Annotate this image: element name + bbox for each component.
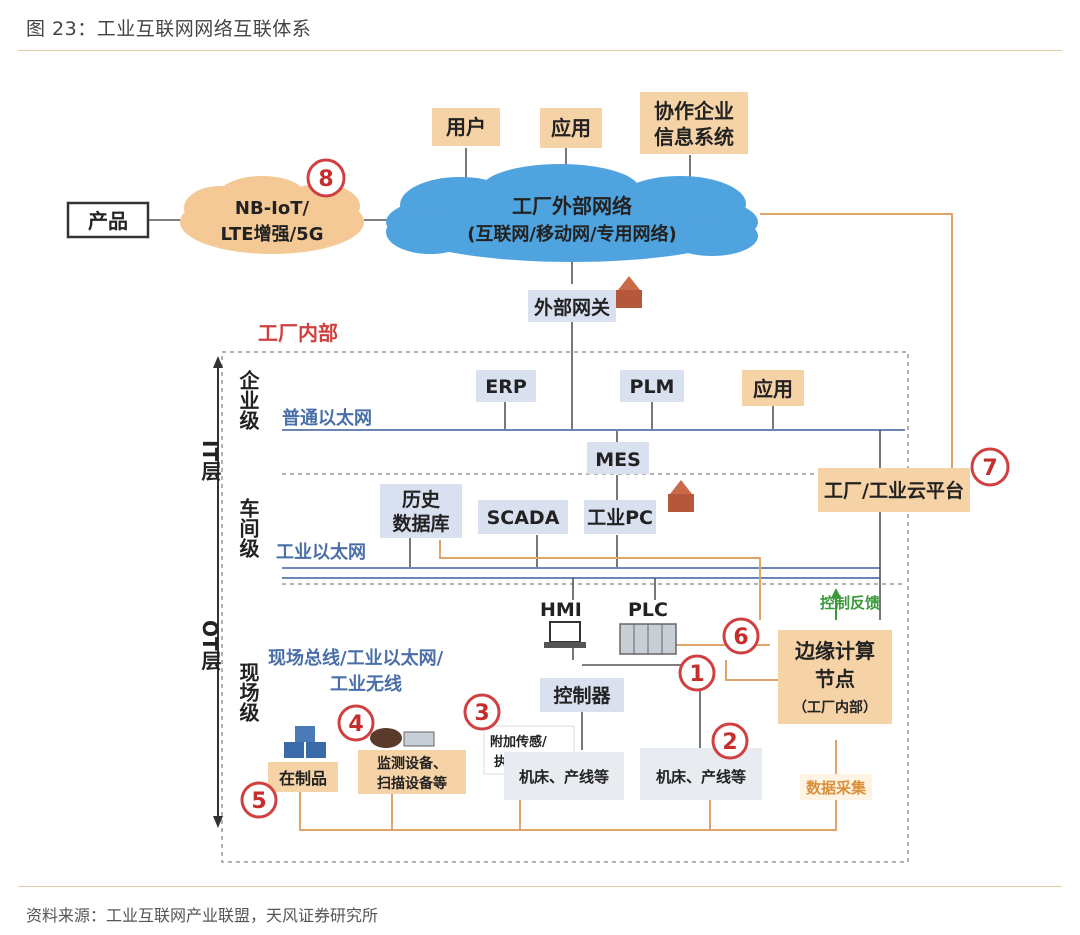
- nb-iot-label-2: LTE增强/5G: [221, 223, 324, 245]
- wip-label: 在制品: [279, 769, 327, 788]
- factory-inside-label: 工厂内部: [258, 321, 338, 345]
- svg-text:6: 6: [733, 625, 748, 650]
- ipc-label: 工业PC: [587, 507, 653, 529]
- svg-text:1: 1: [689, 662, 704, 687]
- external-gateway-box: [528, 290, 616, 322]
- plc-label: PLC: [628, 599, 668, 621]
- cloud-label-2: (互联网/移动网/专用网络): [467, 223, 677, 245]
- scada-box: [478, 500, 568, 534]
- marker-8: 8: [306, 158, 346, 198]
- control-feedback-label: 控制反馈: [820, 594, 880, 612]
- edge-node-label-1: 边缘计算: [794, 639, 875, 663]
- sensor-label-1: 附加传感/: [490, 734, 547, 750]
- edge-node-box: [778, 630, 892, 724]
- axis-arrow-top: [213, 356, 223, 368]
- plc-icon: [619, 623, 677, 655]
- monitor-label-1: 监测设备、: [377, 755, 447, 772]
- marker-3: 3: [463, 693, 501, 731]
- machine-label-2: 机床、产线等: [656, 768, 746, 786]
- header-rule: [18, 50, 1062, 51]
- app2-label: 应用: [753, 377, 793, 401]
- hmi-label: HMI: [540, 599, 582, 621]
- plm-box: [620, 370, 684, 402]
- fieldbus-label-2: 工业无线: [330, 673, 402, 695]
- axis-arrow-bottom: [213, 816, 223, 828]
- edge-node-label-3: （工厂内部）: [793, 699, 877, 716]
- cloud-platform-box: [818, 468, 970, 512]
- external-gateway-label: 外部网关: [534, 296, 610, 319]
- plm-label: PLM: [630, 376, 675, 398]
- scada-label: SCADA: [487, 507, 560, 529]
- user-box: [432, 108, 500, 146]
- marker-5: 5: [240, 781, 278, 819]
- data-collect-label: 数据采集: [806, 779, 867, 797]
- firewall-icon-2: [668, 480, 694, 512]
- mes-label: MES: [595, 449, 641, 471]
- svg-text:8: 8: [318, 167, 333, 192]
- user-label: 用户: [446, 115, 486, 139]
- svg-text:5: 5: [251, 789, 266, 814]
- erp-label: ERP: [485, 376, 527, 398]
- app-label: 应用: [551, 116, 591, 140]
- marker-4: 4: [337, 704, 375, 742]
- nb-iot-cloud: [180, 176, 364, 254]
- marker-7: 7: [970, 447, 1010, 487]
- history-db-box: [380, 484, 462, 538]
- external-network-cloud: [386, 164, 758, 262]
- cloud-label-1: 工厂外部网络: [512, 194, 632, 218]
- monitor-label-2: 扫描设备等: [377, 775, 447, 792]
- history-db-label-2: 数据库: [392, 512, 449, 535]
- industrial-ethernet-label: 工业以太网: [276, 541, 366, 563]
- it-layer-label: IT层: [198, 440, 222, 482]
- field-level-label: 现场级: [236, 662, 260, 723]
- product-label: 产品: [88, 209, 128, 233]
- marker-1: 1: [678, 654, 716, 692]
- edge-node-label-2: 节点: [815, 667, 855, 691]
- cloud-platform-link: [760, 213, 953, 468]
- controller-label: 控制器: [553, 684, 611, 707]
- svg-text:7: 7: [982, 456, 997, 481]
- cloud-platform-label: 工厂/工业云平台: [824, 479, 964, 502]
- partner-label-1: 协作企业: [654, 99, 734, 123]
- fieldbus-label-1: 现场总线/工业以太网/: [268, 647, 444, 669]
- svg-text:3: 3: [474, 701, 489, 726]
- machine-label-1: 机床、产线等: [519, 768, 609, 786]
- camera-icon: [370, 728, 435, 748]
- svg-text:4: 4: [348, 712, 363, 737]
- figure-title: 图 23：工业互联网网络互联体系: [26, 18, 312, 40]
- monitor-box: [358, 750, 466, 794]
- workshop-level-label: 车间级: [236, 497, 260, 559]
- source-note: 资料来源：工业互联网产业联盟，天风证券研究所: [26, 906, 379, 925]
- firewall-icon: [616, 276, 642, 308]
- wip-icon: [284, 726, 326, 758]
- mes-box: [587, 442, 649, 474]
- partner-system-box: [640, 92, 748, 154]
- erp-box: [476, 370, 536, 402]
- factory-boundary: [221, 351, 909, 863]
- svg-text:2: 2: [722, 730, 737, 755]
- hmi-icon: [544, 621, 586, 648]
- wip-box: [268, 762, 338, 792]
- nb-iot-label-1: NB-IoT/: [235, 198, 310, 219]
- enterprise-level-label: 企业级: [236, 369, 260, 431]
- marker-6: 6: [722, 617, 760, 655]
- ot-layer-label: OT层: [198, 620, 222, 671]
- controller-box: [540, 678, 624, 712]
- ipc-box: [584, 500, 656, 534]
- product-box: [66, 201, 150, 239]
- machine-box-1: [504, 752, 624, 800]
- normal-ethernet-label: 普通以太网: [282, 407, 372, 429]
- data-collect-box: [800, 774, 872, 800]
- partner-label-2: 信息系统: [654, 125, 734, 149]
- marker-2: 2: [711, 722, 749, 760]
- app2-box: [742, 370, 804, 406]
- app-box: [540, 108, 602, 148]
- machine-box-2: [640, 748, 762, 800]
- history-db-label-1: 历史: [402, 489, 441, 511]
- footer-rule: [18, 886, 1062, 887]
